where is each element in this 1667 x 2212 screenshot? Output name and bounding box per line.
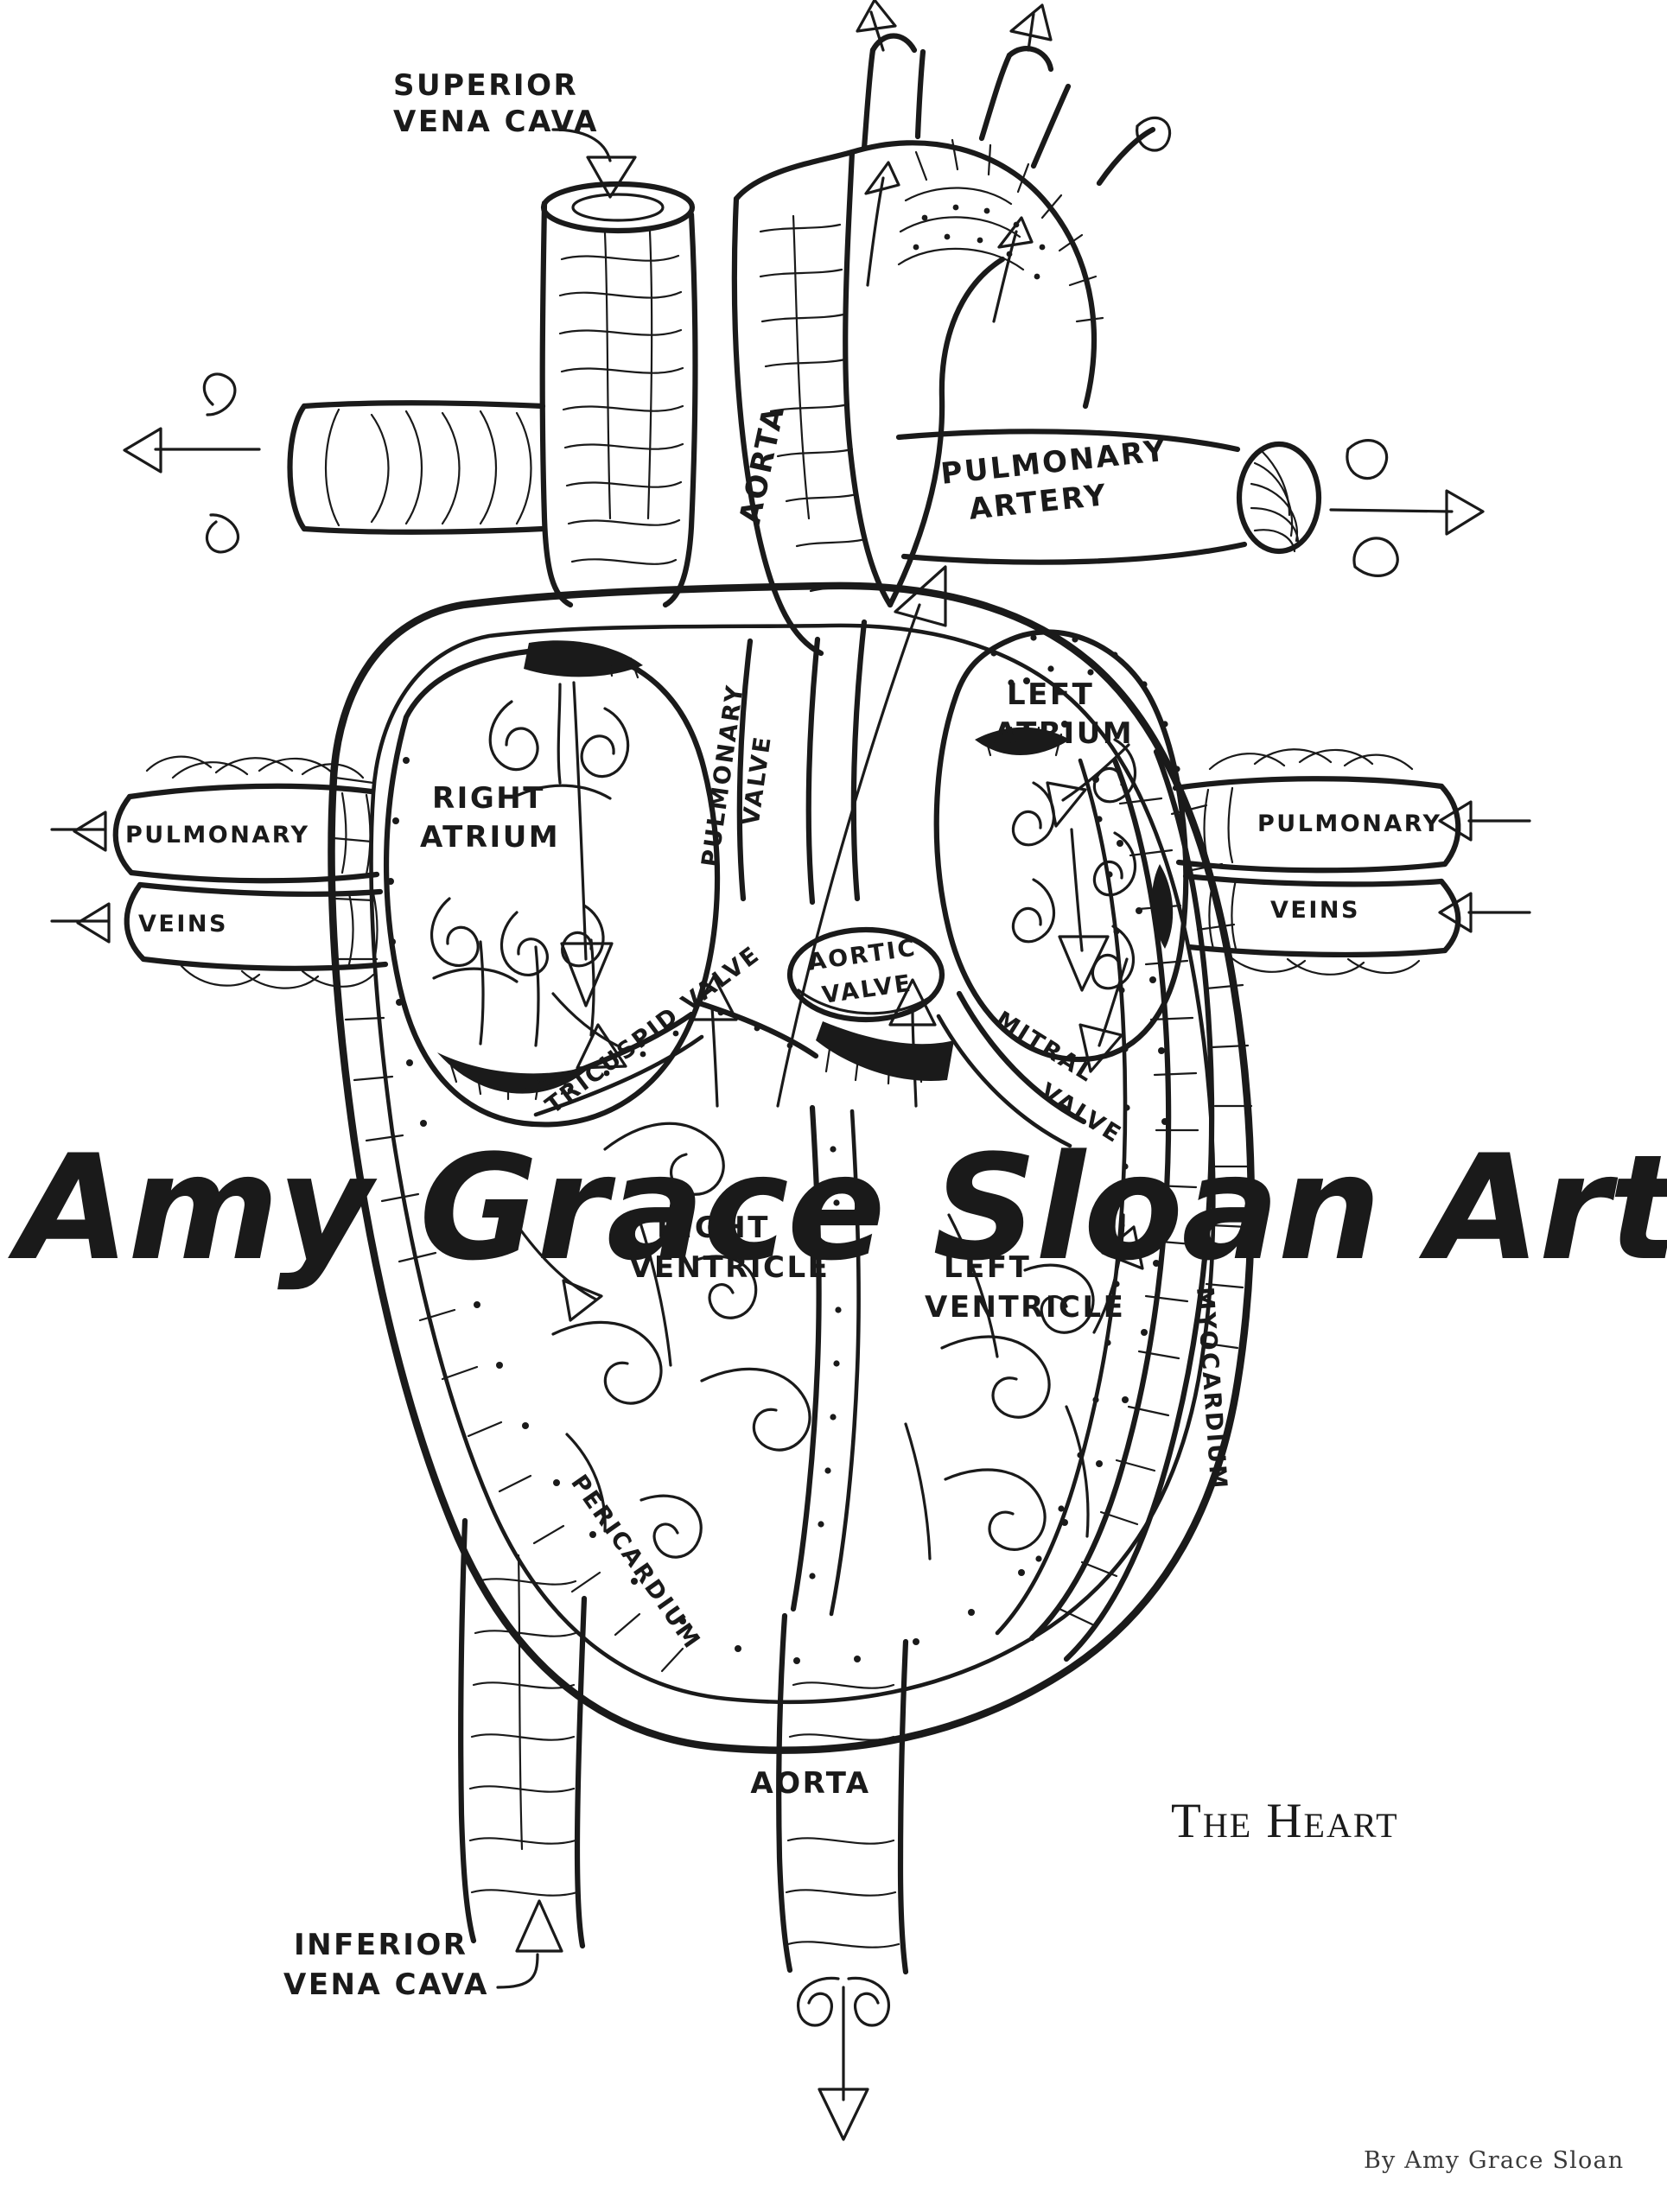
label-text: RIGHT: [657, 1211, 770, 1245]
label-left-atrium: LEFT ATRIUM: [994, 677, 1134, 751]
label-text: VEINS: [1270, 897, 1360, 924]
pericardium-wall: [328, 582, 1256, 1754]
label-text: MITRAL: [990, 1007, 1099, 1089]
superior-vena-cava-leader: [551, 128, 637, 199]
label-pulmonary-artery: PULMONARY ARTERY: [939, 434, 1169, 527]
pulmonary-veins-right: [1172, 748, 1531, 976]
label-aortic-valve: AORTIC VALVE: [806, 934, 919, 1008]
label-text: VENA CAVA: [393, 105, 599, 139]
label-text: ATRIUM: [994, 716, 1134, 751]
label-text: VENA CAVA: [283, 1967, 489, 2002]
pulmonary-veins-left: [50, 755, 389, 989]
label-text: RIGHT: [432, 781, 545, 816]
label-text: PULMONARY: [125, 822, 310, 849]
label-text: TRICUSPID VALVE: [541, 941, 766, 1120]
superior-vena-cava-vessel: [539, 181, 698, 608]
page-title: The Heart: [1171, 1794, 1399, 1848]
left-atrium-chamber: [933, 629, 1189, 1073]
pulmonary-artery-vessel: [895, 429, 1485, 577]
label-pulmonary-left-upper: PULMONARY: [125, 822, 310, 849]
label-text: VENTRICLE: [629, 1250, 830, 1285]
label-pericardium: PERICARDIUM: [565, 1470, 706, 1655]
artist-signature: By Amy Grace Sloan: [1364, 2147, 1625, 2174]
label-tricuspid-valve: TRICUSPID VALVE: [541, 941, 766, 1120]
aortic-valve-shape: [786, 926, 945, 1023]
aorta-vessel: [731, 0, 1172, 657]
label-text: VEINS: [138, 911, 228, 938]
label-inferior-vena-cava: INFERIOR VENA CAVA: [283, 1928, 489, 2002]
label-text: SUPERIOR: [393, 68, 578, 103]
label-text: AORTIC: [806, 934, 919, 976]
right-atrium-chamber: [383, 640, 721, 1128]
label-veins-right-lower: VEINS: [1270, 897, 1360, 924]
label-mitral-valve: MITRAL VALVE: [990, 1007, 1127, 1149]
right-ventricle-chamber: [508, 1122, 811, 1559]
label-superior-vena-cava: SUPERIOR VENA CAVA: [393, 68, 599, 139]
label-right-atrium: RIGHT ATRIUM: [420, 781, 560, 855]
label-text: VALVE: [1035, 1078, 1127, 1149]
label-text: PERICARDIUM: [565, 1470, 706, 1655]
descending-aorta-vessel: [776, 1612, 909, 2141]
label-veins-left-lower: VEINS: [138, 911, 228, 938]
label-text: LEFT: [1007, 677, 1094, 712]
myocardium-wall: [995, 748, 1215, 1662]
label-right-ventricle: RIGHT VENTRICLE: [629, 1211, 830, 1285]
inferior-vena-cava-vessel: [458, 1517, 588, 1989]
label-pulmonary-right-upper: PULMONARY: [1257, 810, 1442, 837]
label-text: AORTA: [750, 1766, 870, 1801]
left-ventricle-chamber: [904, 1213, 1144, 1560]
label-text: PULMONARY: [1257, 810, 1442, 837]
svc-left-branch: [123, 372, 546, 554]
septum-and-valves: [524, 565, 1087, 1617]
label-aorta-bottom: AORTA: [750, 1766, 870, 1801]
label-text: INFERIOR: [294, 1928, 468, 1962]
label-text: VENTRICLE: [925, 1290, 1125, 1325]
label-left-ventricle: LEFT VENTRICLE: [925, 1250, 1125, 1325]
label-text: ATRIUM: [420, 820, 560, 855]
label-text: LEFT: [944, 1250, 1031, 1285]
